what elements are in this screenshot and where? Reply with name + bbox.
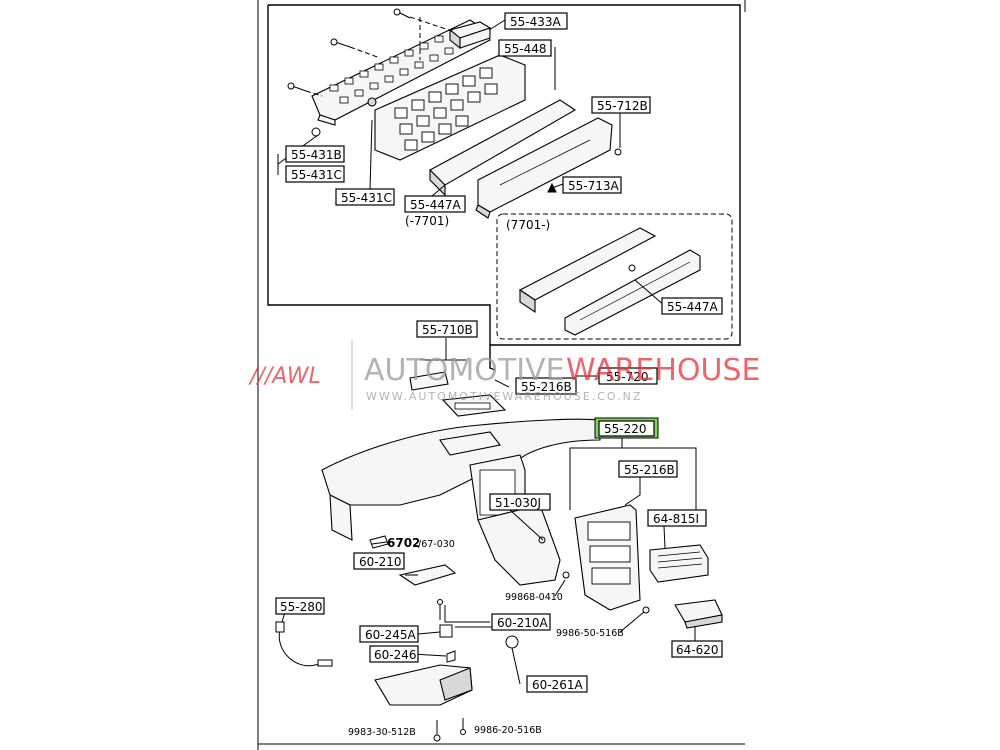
label-64-815I[interactable]: 64-815I bbox=[647, 509, 707, 527]
watermark: ///AWL AUTOMOTIVE WAREHOUSE WWW.AUTOMOTI… bbox=[248, 340, 760, 410]
label-51-030J[interactable]: 51-030J bbox=[489, 493, 551, 511]
label-55-448[interactable]: 55-448 bbox=[498, 39, 552, 57]
svg-text:64-620: 64-620 bbox=[676, 643, 719, 657]
label-55-712B[interactable]: 55-712B bbox=[591, 96, 651, 114]
label-9986-50-516B[interactable]: 9986-50-516B bbox=[556, 628, 624, 639]
meter-case-drawing bbox=[374, 54, 526, 161]
svg-text:60-210: 60-210 bbox=[359, 555, 402, 569]
svg-text:55-720: 55-720 bbox=[606, 370, 649, 384]
label-55-431B[interactable]: 55-431B bbox=[285, 145, 345, 163]
svg-text:60-210A: 60-210A bbox=[497, 616, 549, 630]
assembly-dashes-upper bbox=[305, 16, 456, 97]
svg-text:6702: 6702 bbox=[387, 536, 420, 550]
center-panel-drawing bbox=[574, 504, 641, 611]
meter-cover-drawing bbox=[475, 117, 613, 219]
svg-text:60-261A: 60-261A bbox=[532, 678, 584, 692]
svg-text:60-246: 60-246 bbox=[374, 648, 417, 662]
side-vent-drawing bbox=[649, 544, 709, 583]
label-9983-30-512B[interactable]: 9983-30-512B bbox=[348, 727, 416, 738]
svg-text:64-815I: 64-815I bbox=[653, 512, 699, 526]
upper-assembly-frame bbox=[267, 4, 741, 371]
meter-bezel-drawing bbox=[311, 19, 491, 126]
label-60-210A[interactable]: 60-210A bbox=[491, 613, 551, 631]
vent-top-drawing bbox=[409, 371, 507, 417]
watermark-word1: AUTOMOTIVE bbox=[364, 353, 565, 388]
label-55-431C-b[interactable]: 55-431C bbox=[335, 188, 395, 206]
svg-text:55-216B: 55-216B bbox=[521, 380, 572, 394]
svg-text:55-713A: 55-713A bbox=[568, 179, 620, 193]
svg-text:55-431C: 55-431C bbox=[291, 168, 342, 182]
label-55-216B-a[interactable]: 55-216B bbox=[515, 377, 577, 395]
watermark-word2: WAREHOUSE bbox=[566, 353, 760, 388]
svg-text:55-280: 55-280 bbox=[280, 600, 323, 614]
label-55-447A-inset[interactable]: 55-447A bbox=[661, 297, 723, 315]
svg-text:55-433A: 55-433A bbox=[510, 15, 562, 29]
svg-text:55-431C: 55-431C bbox=[341, 191, 392, 205]
svg-text:55-216B: 55-216B bbox=[624, 463, 675, 477]
dashboard-drawing bbox=[321, 418, 601, 586]
label-9986-20-516B[interactable]: 9986-20-516B bbox=[474, 725, 542, 736]
svg-text:51-030J: 51-030J bbox=[495, 496, 541, 510]
label-55-431C-a[interactable]: 55-431C bbox=[285, 165, 345, 183]
note-from-7701: (7701-) bbox=[506, 218, 550, 232]
screw-icons-upper bbox=[287, 8, 636, 272]
label-60-261A[interactable]: 60-261A bbox=[526, 675, 588, 693]
svg-text:60-245A: 60-245A bbox=[365, 628, 417, 642]
label-64-620[interactable]: 64-620 bbox=[671, 640, 723, 658]
label-55-710B[interactable]: 55-710B bbox=[416, 320, 478, 338]
glovebox-drawing bbox=[374, 564, 473, 706]
label-60-245A[interactable]: 60-245A bbox=[359, 625, 419, 643]
label-60-246[interactable]: 60-246 bbox=[369, 645, 419, 663]
label-55-220-highlighted[interactable]: 55-220 bbox=[594, 417, 659, 439]
label-55-280[interactable]: 55-280 bbox=[275, 597, 325, 615]
svg-text:55-220: 55-220 bbox=[604, 422, 647, 436]
svg-text:/67-030: /67-030 bbox=[418, 539, 455, 550]
label-55-713A[interactable]: 55-713A bbox=[562, 176, 622, 194]
label-55-216B-b[interactable]: 55-216B bbox=[618, 460, 678, 478]
inset-box-7701 bbox=[496, 213, 733, 340]
inset-hood-drawing bbox=[518, 227, 701, 336]
label-99868-0410[interactable]: 99868-0410 bbox=[505, 592, 563, 603]
svg-text:55-712B: 55-712B bbox=[597, 99, 648, 113]
label-55-447A-top[interactable]: 55-447A bbox=[404, 195, 466, 213]
note-up-to-7701: (-7701) bbox=[405, 214, 449, 228]
switch-block-drawing bbox=[448, 21, 492, 50]
small-parts-lower bbox=[369, 535, 650, 742]
svg-text:55-448: 55-448 bbox=[504, 42, 547, 56]
svg-text:55-447A: 55-447A bbox=[410, 198, 462, 212]
svg-text:55-431B: 55-431B bbox=[291, 148, 342, 162]
label-55-433A[interactable]: 55-433A bbox=[504, 12, 568, 30]
cable-drawing bbox=[275, 621, 333, 667]
label-6702-67-030[interactable]: 6702 /67-030 bbox=[387, 536, 455, 550]
svg-text:55-710B: 55-710B bbox=[422, 323, 473, 337]
svg-text:55-447A: 55-447A bbox=[667, 300, 719, 314]
ashtray-drawing bbox=[674, 599, 723, 629]
label-55-720[interactable]: 55-720 bbox=[598, 367, 658, 385]
watermark-url: WWW.AUTOMOTIVEWAREHOUSE.CO.NZ bbox=[366, 390, 642, 403]
label-60-210[interactable]: 60-210 bbox=[353, 552, 405, 570]
watermark-brand-short: ///AWL bbox=[248, 364, 321, 389]
